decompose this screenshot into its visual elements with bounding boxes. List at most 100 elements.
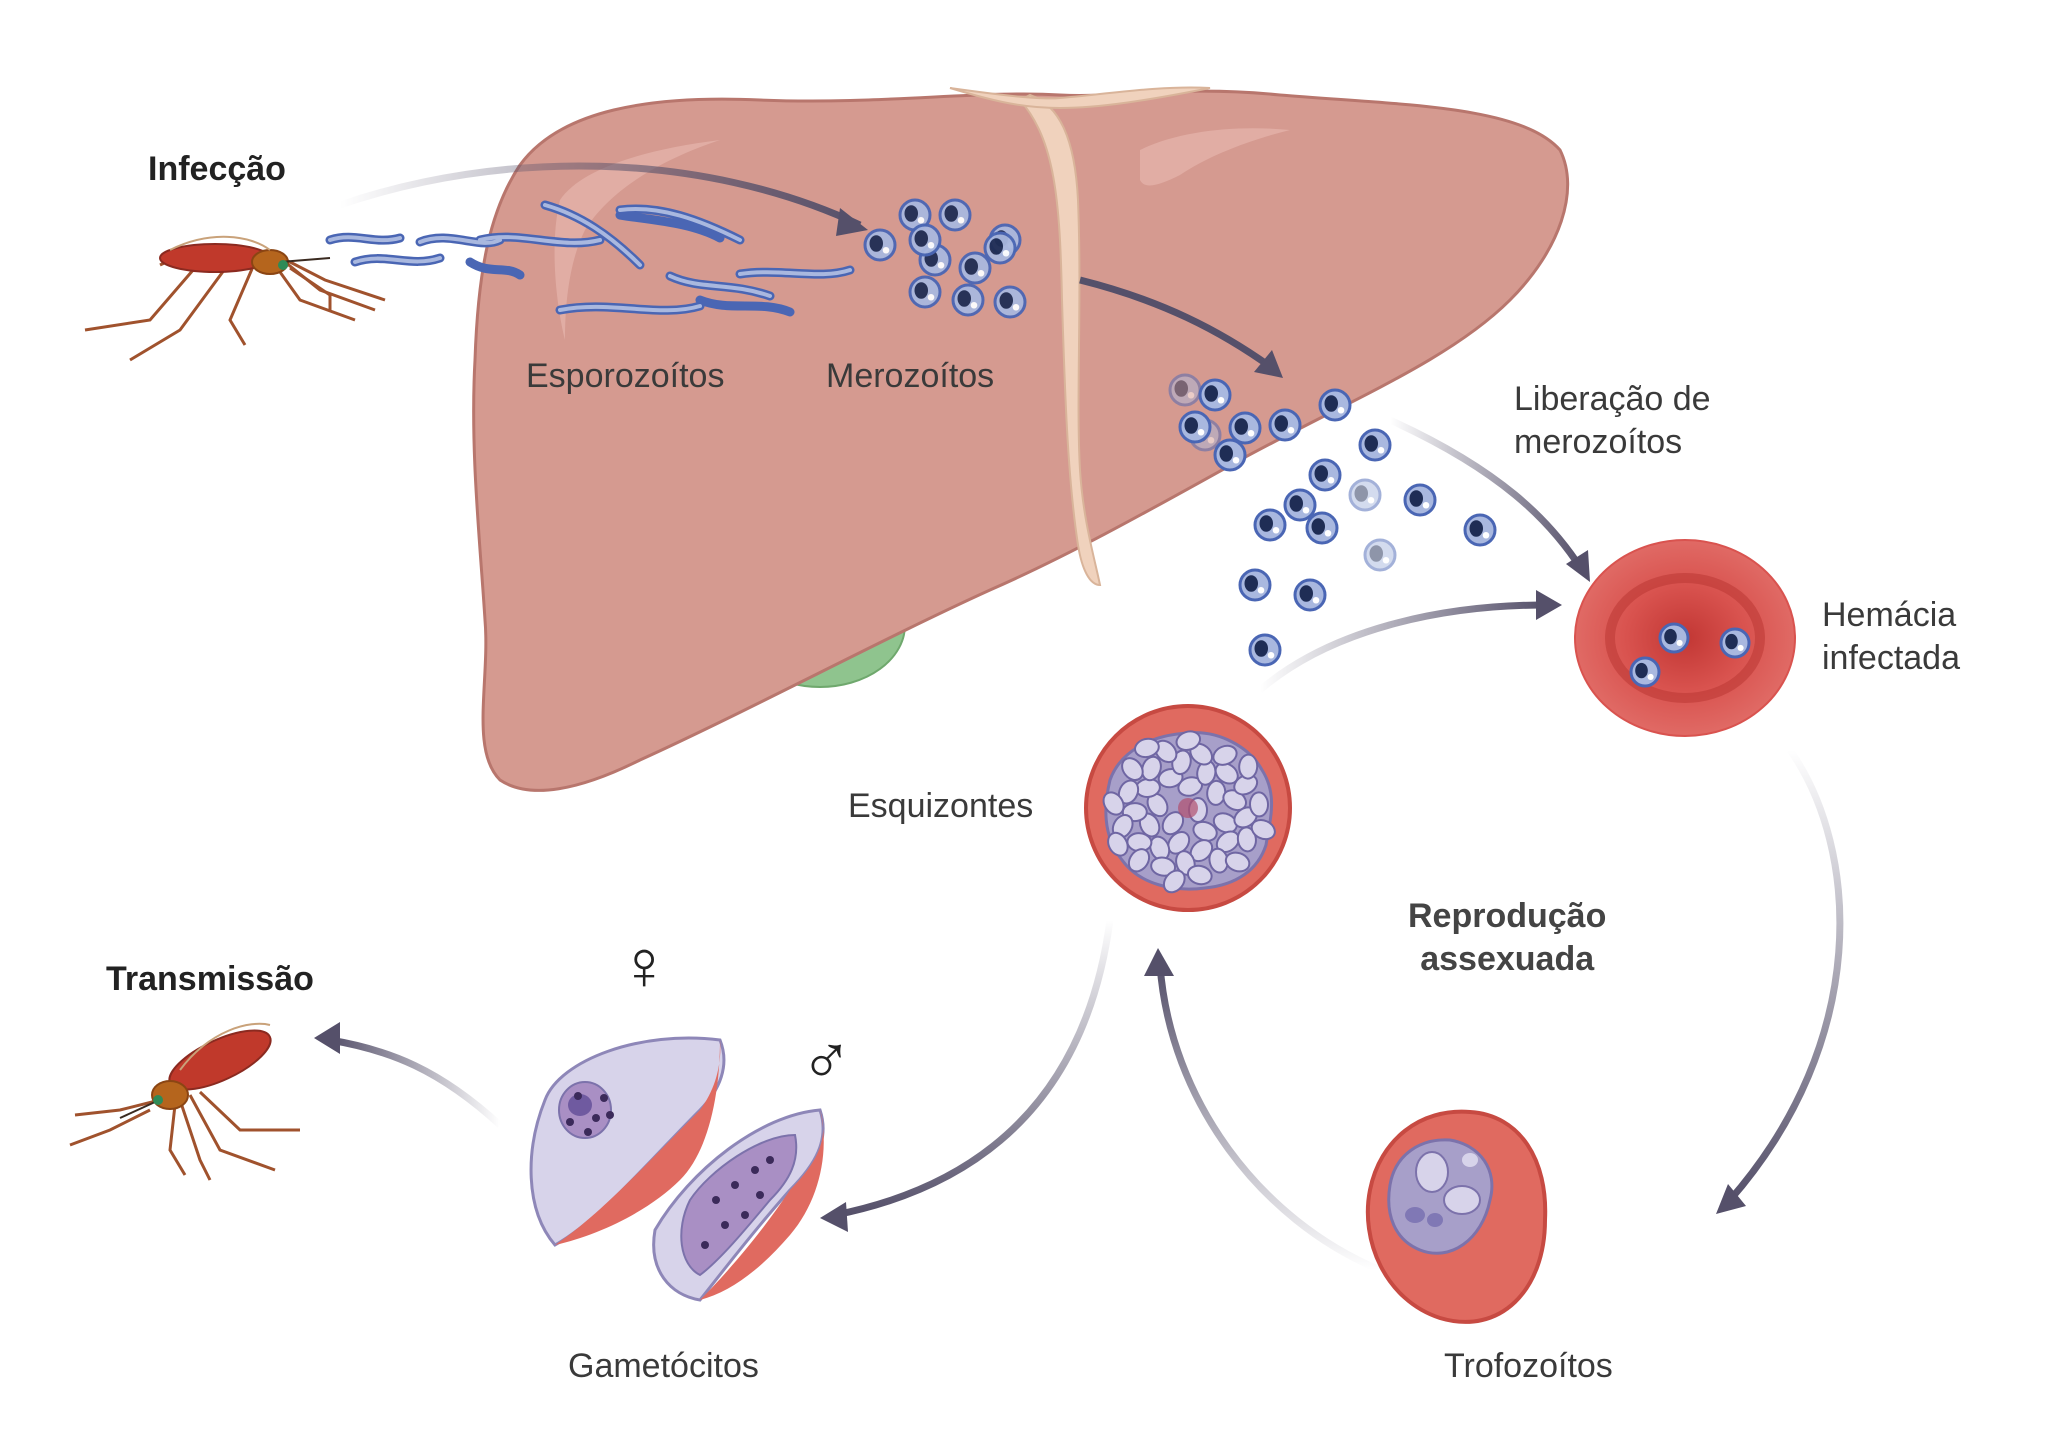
merozoite [1283, 488, 1317, 522]
merozoite [1658, 622, 1690, 654]
merozoite [983, 231, 1017, 265]
schizont-merozoite [1250, 819, 1276, 841]
merozoite [1293, 578, 1327, 612]
label-merozoite-release: Liberação de merozoítos [1514, 378, 1711, 463]
gametocyte-granule [566, 1118, 574, 1126]
arrow-head-trophozoite-schizont [1144, 948, 1174, 976]
gametocyte-granule [751, 1166, 759, 1174]
merozoite [1305, 511, 1339, 545]
schizont-merozoite [1186, 864, 1213, 886]
label-infection: Infecção [148, 150, 286, 188]
gametocyte-granule [600, 1094, 608, 1102]
merozoite [863, 228, 897, 262]
label-asexual-line1: Reprodução [1408, 897, 1607, 935]
merozoite [1318, 388, 1352, 422]
gametocyte-granule [712, 1196, 720, 1204]
merozoite [1248, 633, 1282, 667]
merozoite [1348, 478, 1382, 512]
merozoite [1168, 373, 1202, 407]
male-symbol-icon: ♂ [800, 1021, 853, 1099]
schizont-merozoite [1127, 848, 1151, 873]
gametocyte-granule [721, 1221, 729, 1229]
female-symbol-icon: ♀ [618, 926, 671, 1004]
merozoite [1253, 508, 1287, 542]
gametocyte-granule [592, 1114, 600, 1122]
schizont-merozoite [1175, 730, 1202, 752]
gametocyte-granule [756, 1191, 764, 1199]
label-asexual-line2: assexuada [1420, 939, 1595, 978]
merozoite [1308, 458, 1342, 492]
arrow-schizont-to-gametocytes [834, 919, 1114, 1219]
arrow-head-transmission [314, 1022, 340, 1054]
gametocyte-granule [731, 1181, 739, 1189]
liver-merozoites [863, 198, 1027, 319]
schizont-merozoite [1238, 753, 1259, 780]
merozoite [1238, 568, 1272, 602]
arrow-trophozoite-to-schizont [1156, 964, 1382, 1274]
arrow-head-rbc-trophozoite [1716, 1184, 1746, 1214]
gametocyte-granule [741, 1211, 749, 1219]
liver [472, 89, 1570, 792]
hemozoin-pigment [1178, 798, 1198, 818]
liver-highlight [554, 140, 720, 340]
schizont-merozoite [1102, 791, 1125, 816]
merozoite [951, 283, 985, 317]
merozoite [993, 285, 1027, 319]
label-trophozoites: Trofozoítos [1444, 1347, 1613, 1385]
gametocyte-granule [574, 1092, 582, 1100]
gametocyte-granule [584, 1128, 592, 1136]
merozoite [1363, 538, 1397, 572]
arrow-gametocytes-to-transmission [329, 1036, 503, 1128]
arrow-head-liver-release [1254, 350, 1283, 378]
merozoite [1213, 438, 1247, 472]
label-infected-rbc-line2: infectada [1822, 638, 1960, 677]
schizont-merozoite [1121, 757, 1144, 782]
arrow-infection-to-liver [338, 162, 862, 229]
merozoite [898, 198, 932, 232]
label-infected-rbc-line1: Hemácia [1822, 596, 1957, 634]
infection-mosquito [84, 235, 386, 362]
arrow-head-infection [836, 208, 868, 236]
schizont-merozoite [1212, 744, 1238, 766]
merozoite [1358, 428, 1392, 462]
merozoite [1178, 410, 1212, 444]
schizont-merozoites [1102, 730, 1276, 894]
arrow-head-schizont-gametocytes [820, 1202, 848, 1232]
label-merozoites: Merozoítos [826, 357, 995, 395]
merozoite [1198, 378, 1232, 412]
label-merozoite-release-line2: merozoítos [1514, 422, 1683, 461]
gametocyte-granule [606, 1111, 614, 1119]
label-merozoite-release-line1: Liberação de [1514, 380, 1711, 418]
merozoite [1463, 513, 1497, 547]
merozoite [1403, 483, 1437, 517]
merozoite [1719, 627, 1751, 659]
released-merozoites [1168, 373, 1497, 667]
label-gametocytes: Gametócitos [568, 1347, 759, 1385]
trophozoite-cell [1365, 1109, 1548, 1324]
arrow-schizont-to-rbc [1257, 601, 1546, 693]
schizont-merozoite [1224, 851, 1251, 873]
schizont-merozoite [1248, 791, 1270, 818]
schizont-merozoite [1236, 826, 1257, 853]
arrow-release-to-rbc [1388, 416, 1585, 572]
schizont-merozoite [1141, 755, 1162, 782]
label-asexual-reproduction: Reprodução assexuada [1408, 895, 1606, 980]
arrow-liver-to-release [1079, 276, 1278, 373]
schizont-merozoite [1107, 831, 1129, 857]
label-transmission: Transmissão [106, 960, 314, 998]
label-schizonts: Esquizontes [848, 787, 1034, 825]
arrow-rbc-to-trophozoite [1727, 747, 1844, 1203]
male-gametocyte [652, 1108, 825, 1302]
schizont-merozoite [1134, 737, 1160, 759]
schizont-merozoite [1167, 831, 1191, 855]
merozoite [1228, 411, 1262, 445]
liver-highlight-right [1140, 128, 1290, 186]
arrow-head-release-rbc [1566, 550, 1590, 582]
merozoite [938, 198, 972, 232]
merozoite [908, 275, 942, 309]
schizont-merozoite [1162, 869, 1186, 894]
merozoite [908, 223, 942, 257]
merozoite [1629, 656, 1661, 688]
rbc-merozoites [1629, 622, 1751, 688]
